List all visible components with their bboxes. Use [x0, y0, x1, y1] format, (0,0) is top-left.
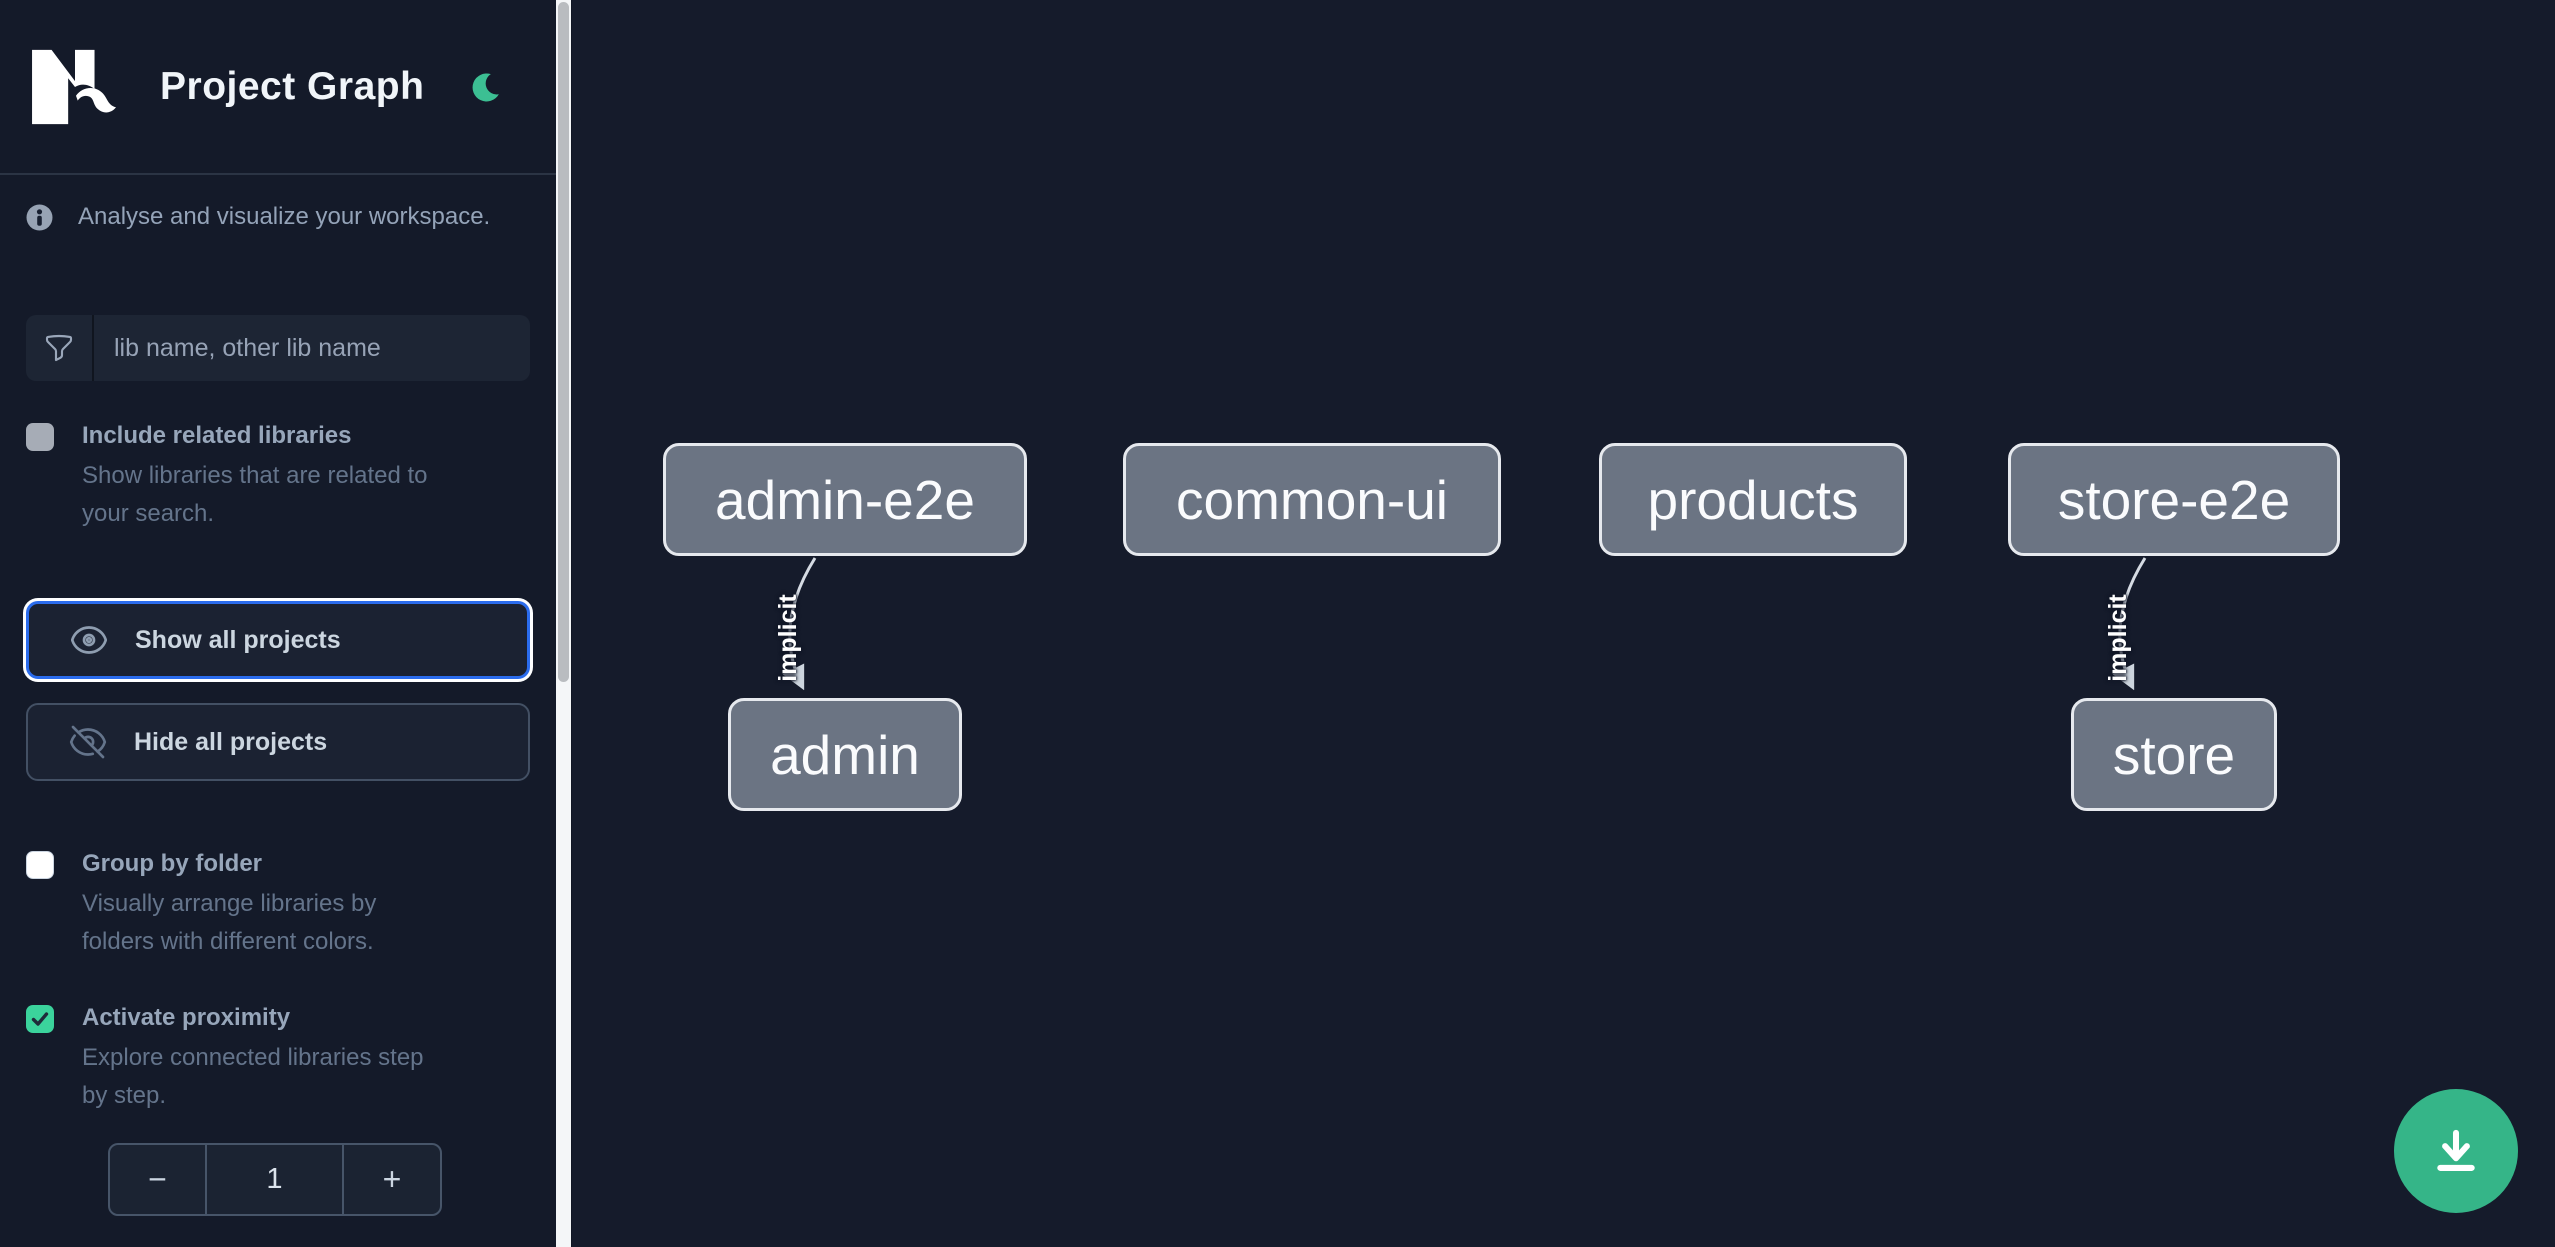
button-label: Show all projects [135, 625, 341, 654]
eye-slash-icon [69, 725, 107, 759]
node-label: common-ui [1175, 468, 1449, 531]
page-title: Project Graph [160, 64, 425, 108]
sidebar-scrollbar-track[interactable] [556, 0, 571, 1247]
edge-label-implicit: implicit [774, 594, 802, 682]
node-label: store-e2e [2057, 468, 2291, 531]
project-node-common-ui[interactable]: common-ui [1123, 443, 1501, 556]
sidebar-scrollbar-thumb[interactable] [558, 2, 569, 682]
edge-store-e2e-to-store [2112, 557, 2147, 691]
theme-toggle-button[interactable] [462, 65, 506, 109]
tagline-row: Analyse and visualize your workspace. [26, 203, 530, 231]
option-label: Activate proximity [82, 1004, 291, 1031]
hide-all-projects-button[interactable]: Hide all projects [26, 703, 530, 781]
edge-admin-e2e-to-admin [782, 557, 817, 691]
increment-button[interactable]: + [342, 1145, 440, 1214]
proximity-depth-input[interactable] [207, 1162, 342, 1197]
option-label: Include related libraries [82, 422, 352, 449]
check-icon [31, 1012, 49, 1026]
tagline-text: Analyse and visualize your workspace. [78, 203, 491, 230]
download-graph-button[interactable] [2394, 1089, 2518, 1213]
moon-icon [472, 73, 500, 101]
option-activate-proximity: Activate proximity Explore connected lib… [26, 1003, 530, 1115]
node-label: products [1647, 468, 1859, 531]
node-label: store [2112, 723, 2236, 786]
option-description: Explore connected libraries step by step… [82, 1044, 424, 1109]
node-label: admin-e2e [715, 468, 975, 531]
proximity-depth-stepper: − + [108, 1143, 442, 1216]
edge-label-implicit: implicit [2104, 594, 2132, 682]
project-node-store[interactable]: store [2071, 698, 2277, 811]
option-group-by-folder: Group by folder Visually arrange librari… [26, 849, 530, 961]
download-icon [2437, 1129, 2475, 1171]
sidebar: Project Graph Analyse and visualize your… [0, 0, 556, 1247]
option-description: Visually arrange libraries by folders wi… [82, 890, 377, 955]
option-include-related-libraries: Include related libraries Show libraries… [26, 421, 530, 533]
button-label: Hide all projects [134, 727, 328, 756]
eye-icon [70, 626, 108, 654]
sidebar-header: Project Graph [0, 0, 556, 175]
decrement-button[interactable]: − [110, 1145, 207, 1214]
project-node-store-e2e[interactable]: store-e2e [2008, 443, 2340, 556]
search-box [26, 315, 530, 381]
info-icon [26, 204, 53, 230]
group-by-folder-checkbox[interactable] [26, 851, 54, 879]
activate-proximity-checkbox[interactable] [26, 1005, 54, 1033]
nx-logo [32, 49, 116, 124]
project-node-products[interactable]: products [1599, 443, 1907, 556]
show-all-projects-button[interactable]: Show all projects [26, 601, 530, 679]
dependency-edges [782, 557, 2147, 691]
filter-icon [26, 315, 94, 381]
option-label: Group by folder [82, 850, 262, 877]
option-description: Show libraries that are related to your … [82, 462, 428, 527]
project-node-admin-e2e[interactable]: admin-e2e [663, 443, 1027, 556]
include-related-checkbox[interactable] [26, 423, 54, 451]
project-node-admin[interactable]: admin [728, 698, 962, 811]
search-input[interactable] [94, 315, 530, 381]
node-label: admin [770, 723, 920, 786]
graph-canvas[interactable]: implicit implicit admin-e2e common-ui pr… [572, 0, 2555, 1247]
